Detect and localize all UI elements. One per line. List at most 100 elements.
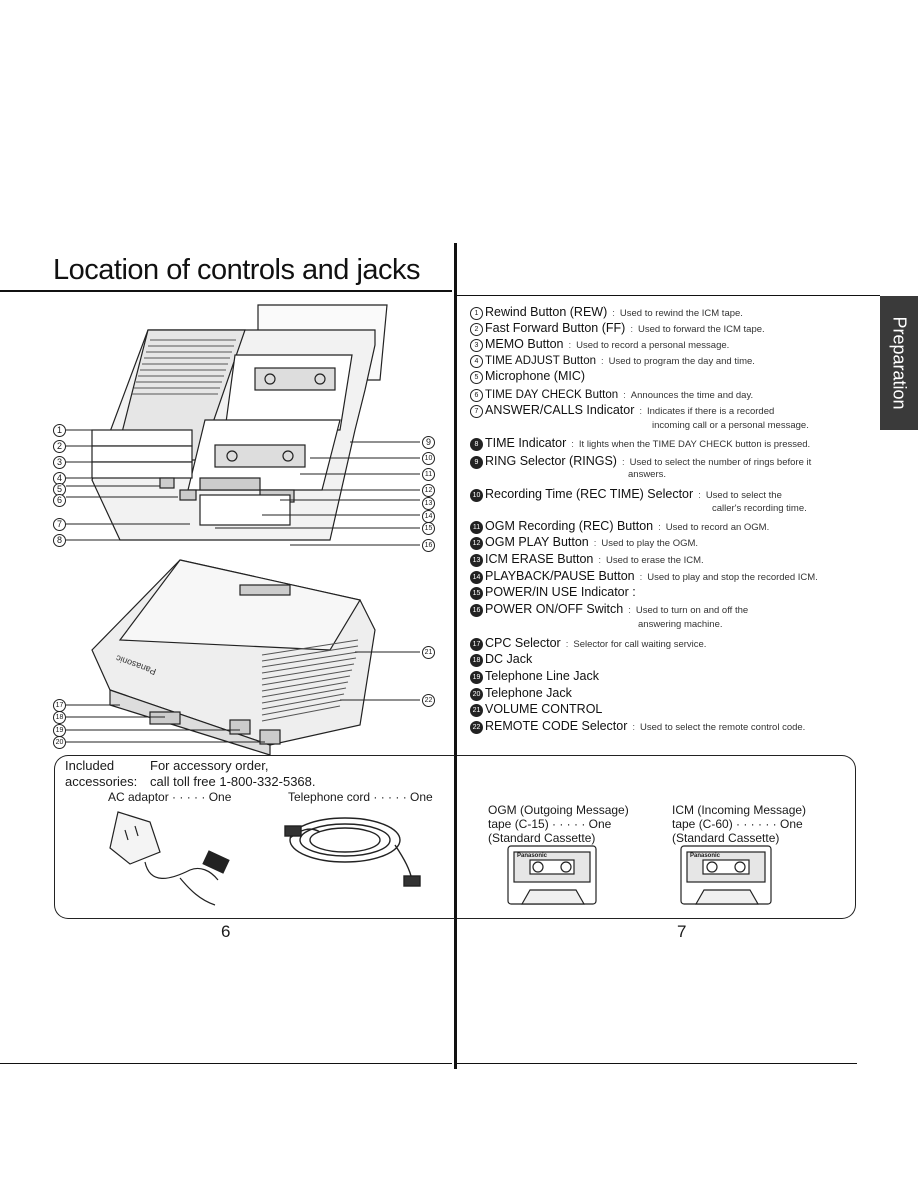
center-divider bbox=[454, 243, 457, 1069]
control-desc: Announces the time and day. bbox=[630, 390, 754, 401]
control-name: OGM PLAY Button bbox=[485, 535, 589, 549]
icm-tape: tape (C-60) · · · · · · One bbox=[672, 817, 803, 831]
ac-adaptor-label: AC adaptor · · · · · One bbox=[108, 790, 232, 804]
item-number: 18 bbox=[470, 654, 483, 667]
control-name: ICM ERASE Button bbox=[485, 552, 594, 566]
control-desc: Used to select the number of rings befor… bbox=[629, 457, 812, 468]
title-underline bbox=[0, 290, 452, 292]
callout-21: 21 bbox=[422, 646, 435, 659]
item-number: 22 bbox=[470, 721, 483, 734]
control-name: TIME Indicator bbox=[485, 436, 567, 450]
control-desc: Indicates if there is a recorded bbox=[647, 406, 775, 417]
icm-cassette-icon bbox=[680, 845, 772, 905]
page-number-right: 7 bbox=[677, 922, 687, 941]
item-number: 4 bbox=[470, 355, 483, 368]
item-number: 8 bbox=[470, 438, 483, 451]
order-note: For accessory order, bbox=[150, 758, 269, 773]
ogm-cassette-icon bbox=[507, 845, 597, 905]
item-number: 14 bbox=[470, 571, 483, 584]
control-name: PLAYBACK/PAUSE Button bbox=[485, 569, 635, 583]
control-name: TIME ADJUST Button bbox=[485, 355, 596, 367]
item-number: 16 bbox=[470, 604, 483, 617]
item-number: 7 bbox=[470, 405, 483, 418]
control-name: CPC Selector bbox=[485, 636, 561, 650]
control-name: RING Selector (RINGS) bbox=[485, 454, 617, 468]
telephone-cord-label: Telephone cord · · · · · One bbox=[288, 790, 433, 804]
control-desc: Selector for call waiting service. bbox=[573, 639, 707, 650]
callout-10: 10 bbox=[422, 452, 435, 465]
control-desc-continued: answers. bbox=[628, 469, 667, 480]
item-number: 19 bbox=[470, 671, 483, 684]
control-desc: Used to play the OGM. bbox=[601, 538, 699, 549]
callout-3: 3 bbox=[53, 456, 66, 469]
item-number: 6 bbox=[470, 389, 483, 402]
icm-cassette-brand: Panasonic bbox=[690, 853, 721, 859]
control-desc: Used to forward the ICM tape. bbox=[637, 324, 765, 335]
control-name: ANSWER/CALLS Indicator bbox=[485, 403, 635, 417]
item-number: 3 bbox=[470, 339, 483, 352]
control-desc: Used to program the day and time. bbox=[608, 356, 755, 367]
page-title: Location of controls and jacks bbox=[53, 254, 421, 286]
callout-6: 6 bbox=[53, 494, 66, 507]
control-name: TIME DAY CHECK Button bbox=[485, 389, 619, 401]
control-name: Fast Forward Button (FF) bbox=[485, 321, 626, 335]
callout-22: 22 bbox=[422, 694, 435, 707]
item-number: 15 bbox=[470, 587, 483, 600]
callout-4: 4 bbox=[53, 472, 66, 485]
control-desc: Used to record an OGM. bbox=[665, 522, 770, 533]
item-number: 10 bbox=[470, 489, 483, 502]
control-name: MEMO Button bbox=[485, 337, 564, 351]
control-name: REMOTE CODE Selector bbox=[485, 719, 628, 733]
control-desc-continued: caller's recording time. bbox=[712, 503, 807, 514]
callout-5: 5 bbox=[53, 483, 66, 496]
callout-8: 8 bbox=[53, 534, 66, 547]
control-name: Telephone Jack bbox=[485, 686, 572, 700]
item-number: 9 bbox=[470, 456, 483, 469]
control-name: Microphone (MIC) bbox=[485, 369, 586, 383]
item-number: 1 bbox=[470, 307, 483, 320]
ogm-tape: tape (C-15) · · · · · One bbox=[488, 817, 612, 831]
control-name: VOLUME CONTROL bbox=[485, 702, 603, 716]
callout-13: 13 bbox=[422, 497, 435, 510]
accessories-box-right bbox=[457, 755, 856, 919]
control-name: POWER/IN USE Indicator : bbox=[485, 585, 636, 599]
ogm-cassette-brand: Panasonic bbox=[517, 853, 548, 859]
callout-11: 11 bbox=[422, 468, 435, 481]
ogm-std: (Standard Cassette) bbox=[488, 831, 596, 845]
callout-15: 15 bbox=[422, 522, 435, 535]
item-number: 21 bbox=[470, 704, 483, 717]
callout-2: 2 bbox=[53, 440, 66, 453]
control-desc: Used to turn on and off the bbox=[635, 605, 749, 616]
callout-1: 1 bbox=[53, 424, 66, 437]
item-number: 2 bbox=[470, 323, 483, 336]
accessories-label: Included bbox=[65, 758, 115, 773]
icm-std: (Standard Cassette) bbox=[672, 831, 780, 845]
telephone-cord-icon bbox=[284, 817, 421, 887]
item-number: 17 bbox=[470, 638, 483, 651]
bottom-rule-right bbox=[457, 1063, 857, 1064]
ac-adaptor-icon bbox=[109, 811, 230, 906]
bottom-rule-left bbox=[0, 1063, 452, 1064]
item-number: 11 bbox=[470, 521, 483, 534]
control-name: OGM Recording (REC) Button bbox=[485, 519, 654, 533]
callout-12: 12 bbox=[422, 484, 435, 497]
